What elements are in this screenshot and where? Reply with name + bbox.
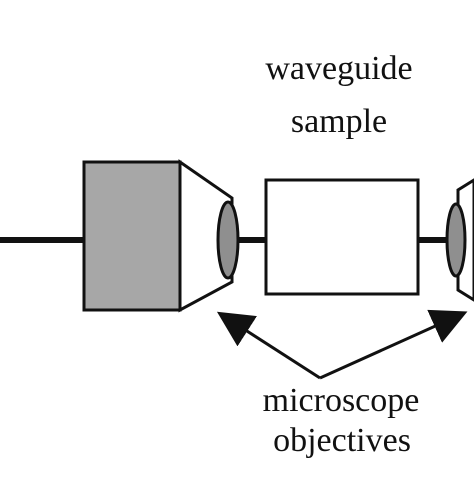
left-lens-icon — [216, 200, 240, 280]
waveguide-label: waveguide — [265, 50, 413, 87]
arrow-to-right-objective — [319, 309, 468, 380]
microscope-label: microscope — [262, 382, 420, 419]
arrow-to-left-objective — [216, 311, 321, 380]
objectives-label: objectives — [273, 422, 411, 459]
right-lens-icon — [445, 202, 467, 278]
waveguide-sample-box — [264, 178, 420, 296]
gray-block — [82, 160, 182, 312]
sample-label: sample — [290, 103, 388, 140]
left-objective-body — [178, 159, 234, 313]
